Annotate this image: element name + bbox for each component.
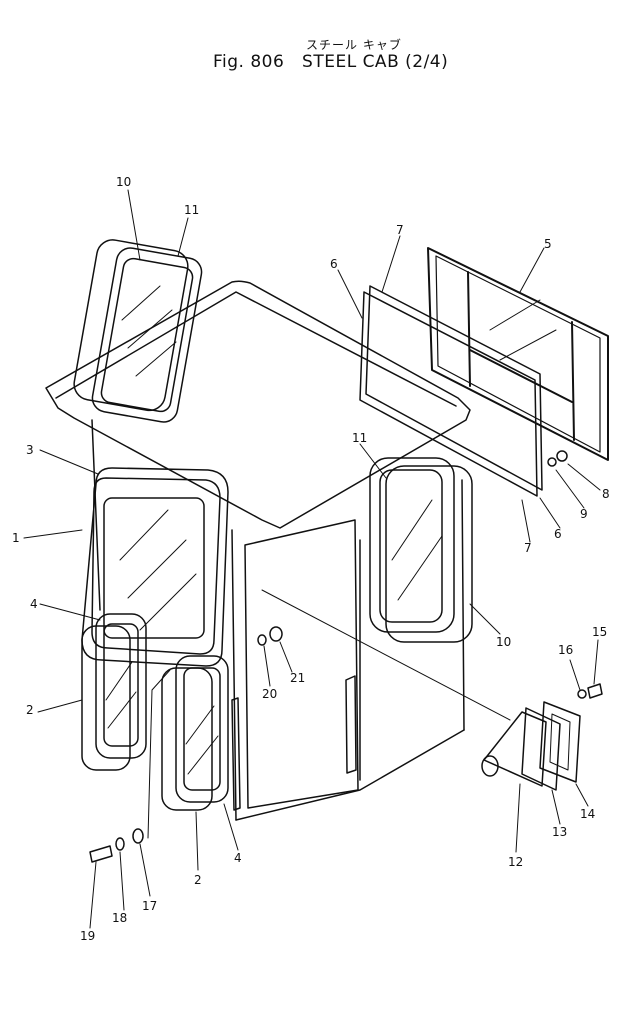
cab-roof (45, 280, 471, 529)
nut-21 (269, 626, 283, 642)
washer-16 (577, 689, 587, 699)
callout-7-right: 7 (524, 541, 532, 555)
callout-10-top: 10 (116, 175, 131, 189)
japanese-title: スチール キャブ (306, 38, 402, 52)
callout-11-right: 11 (352, 431, 367, 445)
cab-wall-edge-left (231, 529, 237, 821)
front-window-assembly (81, 467, 229, 667)
callout-7-top: 7 (396, 223, 404, 237)
figure-number: Fig. 806 (213, 52, 285, 72)
sliding-window-outer (427, 247, 609, 461)
callout-17: 17 (142, 899, 157, 913)
roof-rim (55, 291, 457, 407)
callout-14: 14 (580, 807, 595, 821)
washer-17 (132, 828, 144, 844)
front-window-seal-1 (81, 467, 229, 667)
window-frame-7 (365, 285, 543, 491)
callout-4-left: 4 (30, 597, 38, 611)
window-glass-11 (91, 247, 203, 423)
callout-16: 16 (558, 643, 573, 657)
callout-19: 19 (80, 929, 95, 943)
window-frame-6 (359, 291, 538, 497)
door-handle (345, 675, 357, 774)
cab-wall-front (91, 419, 101, 611)
callout-6-right: 6 (554, 527, 562, 541)
callout-15: 15 (592, 625, 607, 639)
callout-1: 1 (12, 531, 20, 545)
lower-right-glass-4 (175, 655, 229, 803)
callout-10-right: 10 (496, 635, 511, 649)
lower-right-seal-2 (161, 667, 213, 811)
washer-18 (115, 837, 125, 851)
cab-body (45, 280, 471, 821)
callout-8: 8 (602, 487, 610, 501)
callout-5: 5 (544, 237, 552, 251)
side-window-frame-6-7 (359, 285, 543, 497)
washer-9 (547, 457, 557, 467)
callout-13: 13 (552, 825, 567, 839)
callout-3: 3 (26, 443, 34, 457)
duct-12 (483, 711, 547, 787)
roof-window-assembly (73, 239, 203, 423)
right-window-seal-10 (385, 465, 473, 643)
callout-12: 12 (508, 855, 523, 869)
duct-assembly (481, 701, 581, 791)
right-window-assembly (369, 457, 473, 643)
plate-14 (539, 701, 581, 783)
callout-20: 20 (262, 687, 277, 701)
front-window-glass-3 (91, 477, 221, 655)
bolt-8 (556, 450, 568, 462)
leader-lines (23, 189, 601, 929)
figure-name: STEEL CAB (2/4) (302, 52, 449, 72)
callout-6-top: 6 (330, 257, 338, 271)
side-handle (231, 697, 241, 811)
callout-2-left: 2 (26, 703, 34, 717)
callout-21: 21 (290, 671, 305, 685)
callout-4-bottom: 4 (234, 851, 242, 865)
cab-bottom (235, 729, 465, 821)
lower-left-glass-4 (95, 613, 147, 759)
lower-window-right (161, 655, 229, 811)
cab-wall-edge-right (461, 479, 465, 731)
window-seal-10 (73, 239, 189, 412)
sliding-window-5 (427, 247, 609, 461)
figure-header: スチール キャブ Fig. 806 STEEL CAB (2/4) (0, 0, 620, 90)
callout-18: 18 (112, 911, 127, 925)
washer-20 (257, 634, 267, 646)
gasket-13 (521, 707, 561, 791)
callout-9: 9 (580, 507, 588, 521)
callout-11-top: 11 (184, 203, 199, 217)
lower-window-left (81, 613, 147, 771)
callout-labels: 10 11 7 6 5 3 1 11 8 9 6 7 4 10 20 21 16… (12, 175, 610, 943)
bolt-19 (89, 845, 113, 863)
bolt-15 (587, 683, 603, 699)
cab-door (244, 519, 359, 809)
right-window-glass-11 (369, 457, 455, 633)
callout-2-bottom: 2 (194, 873, 202, 887)
figure-title: Fig. 806 STEEL CAB (2/4) (213, 52, 448, 72)
